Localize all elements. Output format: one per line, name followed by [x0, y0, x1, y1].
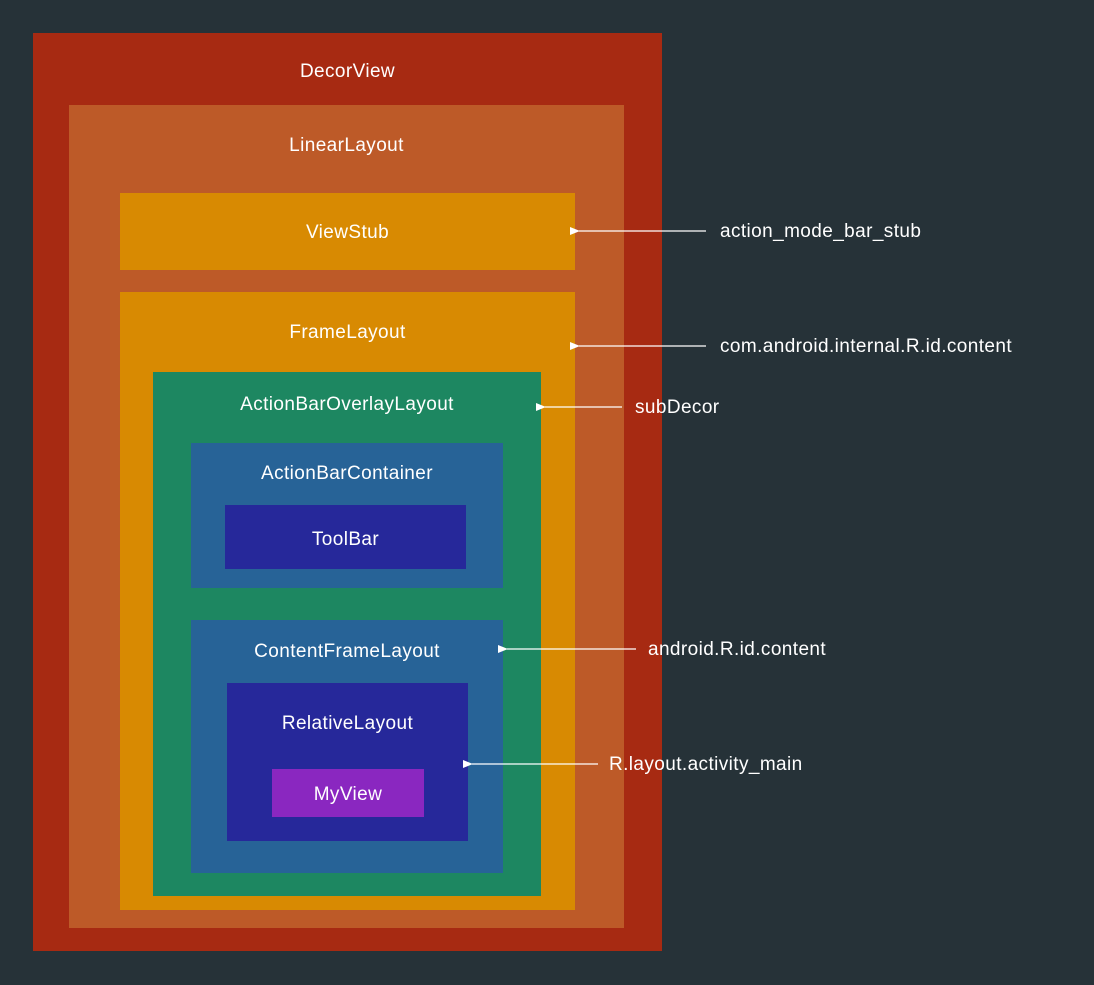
linear-layout-label: LinearLayout	[289, 135, 404, 156]
annotation-frame-layout: com.android.internal.R.id.content	[720, 336, 1013, 357]
my-view-label: MyView	[313, 784, 383, 805]
toolbar-box: ToolBar	[225, 505, 466, 569]
view-stub-label: ViewStub	[305, 222, 390, 243]
relative-layout-label: RelativeLayout	[281, 713, 414, 734]
decor-view-label: DecorView	[299, 61, 396, 82]
action-bar-overlay-layout-label: ActionBarOverlayLayout	[240, 394, 454, 415]
my-view-box: MyView	[272, 769, 424, 817]
toolbar-label: ToolBar	[311, 529, 380, 550]
annotation-content-frame-layout: android.R.id.content	[648, 639, 827, 660]
annotation-action-bar-overlay-layout: subDecor	[635, 397, 720, 418]
action-bar-container-label: ActionBarContainer	[261, 463, 433, 484]
annotation-view-stub: action_mode_bar_stub	[720, 221, 922, 242]
frame-layout-label: FrameLayout	[289, 322, 406, 343]
content-frame-layout-label: ContentFrameLayout	[254, 641, 440, 662]
view-stub-box: ViewStub	[120, 193, 575, 270]
relative-layout-box: RelativeLayout	[227, 683, 468, 841]
annotation-relative-layout: R.layout.activity_main	[609, 754, 803, 775]
